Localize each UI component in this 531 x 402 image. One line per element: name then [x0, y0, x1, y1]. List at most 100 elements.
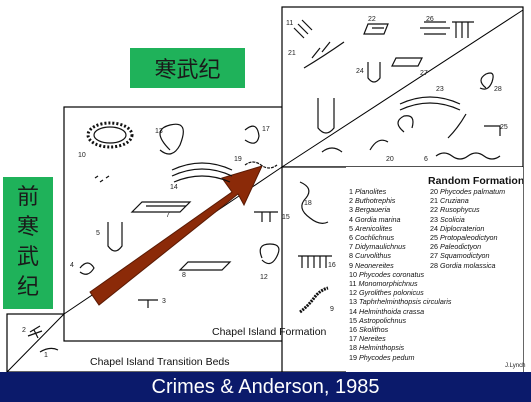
legend-number: 22 [430, 205, 440, 215]
fossil-num: 2 [22, 327, 26, 334]
legend-number: 4 [349, 214, 355, 224]
fossil-num: 21 [288, 50, 296, 57]
legend-item: 22 Rusophycus [430, 205, 505, 214]
legend-taxon: Astropolichnus [359, 315, 407, 325]
fossil-num: 25 [500, 124, 508, 131]
legend-taxon: Buthotrephis [355, 196, 396, 206]
fossil-num: 23 [436, 86, 444, 93]
legend-item: 28 Gordia molassica [430, 261, 505, 270]
legend-number: 16 [349, 325, 359, 335]
fossil-num: 27 [420, 70, 428, 77]
legend-item: 11 Monomorphichnus [349, 279, 451, 288]
legend-taxon: Helminthoida crassa [359, 306, 425, 316]
legend-number: 6 [349, 233, 355, 243]
legend-number: 15 [349, 315, 359, 325]
fossil-num: 20 [386, 156, 394, 163]
legend-number: 8 [349, 251, 355, 261]
diagonal-transition [6, 313, 65, 373]
legend-number: 13 [349, 297, 359, 307]
legend-number: 26 [430, 242, 440, 252]
legend-taxon: Curvolithus [355, 251, 391, 261]
fossil-num: 10 [78, 152, 86, 159]
artist-credit: J.Lynch [505, 363, 526, 369]
legend-taxon: Monomorphichnus [358, 279, 418, 289]
legend-item: 16 Skolithos [349, 325, 451, 334]
legend-item: 26 Paleodictyon [430, 242, 505, 251]
fossil-num: 14 [170, 184, 178, 191]
legend-item: 12 Gyrolithes polonicus [349, 288, 451, 297]
legend-number: 27 [430, 251, 440, 261]
fossil-num: 28 [494, 86, 502, 93]
legend-taxon: Neonereites [355, 260, 394, 270]
legend-taxon: Cruziana [440, 196, 469, 206]
legend-taxon: Phycodes coronatus [359, 269, 425, 279]
fossil-num: 26 [426, 16, 434, 23]
fossil-num: 1 [44, 352, 48, 359]
fossil-num: 22 [368, 16, 376, 23]
fossil-sketches [27, 19, 501, 353]
legend-item: 9 Neonereites [349, 261, 451, 270]
fossil-num: 13 [155, 128, 163, 135]
fossil-num: 19 [234, 156, 242, 163]
legend-number: 3 [349, 205, 355, 215]
legend-item: 21 Cruziana [430, 196, 505, 205]
citation-bar: Crimes & Anderson, 1985 [0, 372, 531, 402]
legend-item: 6 Cochlichnus [349, 233, 451, 242]
legend-taxon: Gyrolithes polonicus [359, 288, 424, 298]
legend-taxon: Taphrhelminthopsis circularis [359, 297, 452, 307]
legend-number: 18 [349, 343, 359, 353]
precambrian-label: 前 寒 武 纪 [3, 177, 53, 309]
legend-number: 28 [430, 260, 440, 270]
legend-item: 17 Nereites [349, 334, 451, 343]
legend-item: 23 Scolicia [430, 215, 505, 224]
legend-taxon: Scolicia [440, 214, 465, 224]
cambrian-label: 寒武纪 [130, 48, 245, 88]
fossil-num: 9 [330, 306, 334, 313]
legend-number: 14 [349, 306, 359, 316]
legend-item: 10 Phycodes coronatus [349, 270, 451, 279]
random-formation-label: Random Formation [428, 175, 525, 187]
legend-item: 20 Phycodes palmatum [430, 187, 505, 196]
legend-taxon: Skolithos [359, 325, 389, 335]
legend-number: 17 [349, 334, 359, 344]
legend-item: 2 Buthotrephis [349, 196, 451, 205]
legend-taxon: Diplocraterion [440, 223, 485, 233]
legend-taxon: Bergaueria [355, 205, 391, 215]
legend-taxon: Phycodes palmatum [440, 187, 506, 196]
legend-item: 24 Diplocraterion [430, 224, 505, 233]
fossil-num: 6 [424, 156, 428, 163]
legend-item: 27 Squamodictyon [430, 251, 505, 260]
fossil-num: 5 [96, 230, 100, 237]
fossil-num: 18 [304, 200, 312, 207]
legend-number: 7 [349, 242, 355, 252]
legend-taxon: Protopaleodictyon [440, 233, 498, 243]
legend-taxon: Didymaulichnus [355, 242, 406, 252]
legend-taxon: Squamodictyon [440, 251, 490, 261]
legend-number: 10 [349, 269, 359, 279]
legend-item: 5 Arenicolites [349, 224, 451, 233]
legend-taxon: Phycodes pedum [359, 352, 415, 362]
legend-item: 18 Helminthopsis [349, 343, 451, 352]
fossil-num: 16 [328, 262, 336, 269]
legend-number: 20 [430, 187, 440, 196]
fossil-num: 7 [166, 212, 170, 219]
fossil-num: 11 [286, 20, 294, 27]
legend-taxon: Rusophycus [440, 205, 480, 215]
legend-item: 13 Taphrhelminthopsis circularis [349, 297, 451, 306]
legend-number: 21 [430, 196, 440, 206]
legend-taxon: Helminthopsis [359, 343, 405, 353]
legend-taxon: Paleodictyon [440, 242, 482, 252]
legend-item: 25 Protopaleodictyon [430, 233, 505, 242]
evolution-arrow [89, 165, 263, 306]
legend-number: 5 [349, 223, 355, 233]
legend-number: 12 [349, 288, 359, 298]
legend-number: 2 [349, 196, 355, 206]
fossil-num: 17 [262, 126, 270, 133]
legend-item: 3 Bergaueria [349, 205, 451, 214]
legend-item: 15 Astropolichnus [349, 316, 451, 325]
fossil-num: 12 [260, 274, 268, 281]
legend-number: 11 [349, 279, 359, 289]
